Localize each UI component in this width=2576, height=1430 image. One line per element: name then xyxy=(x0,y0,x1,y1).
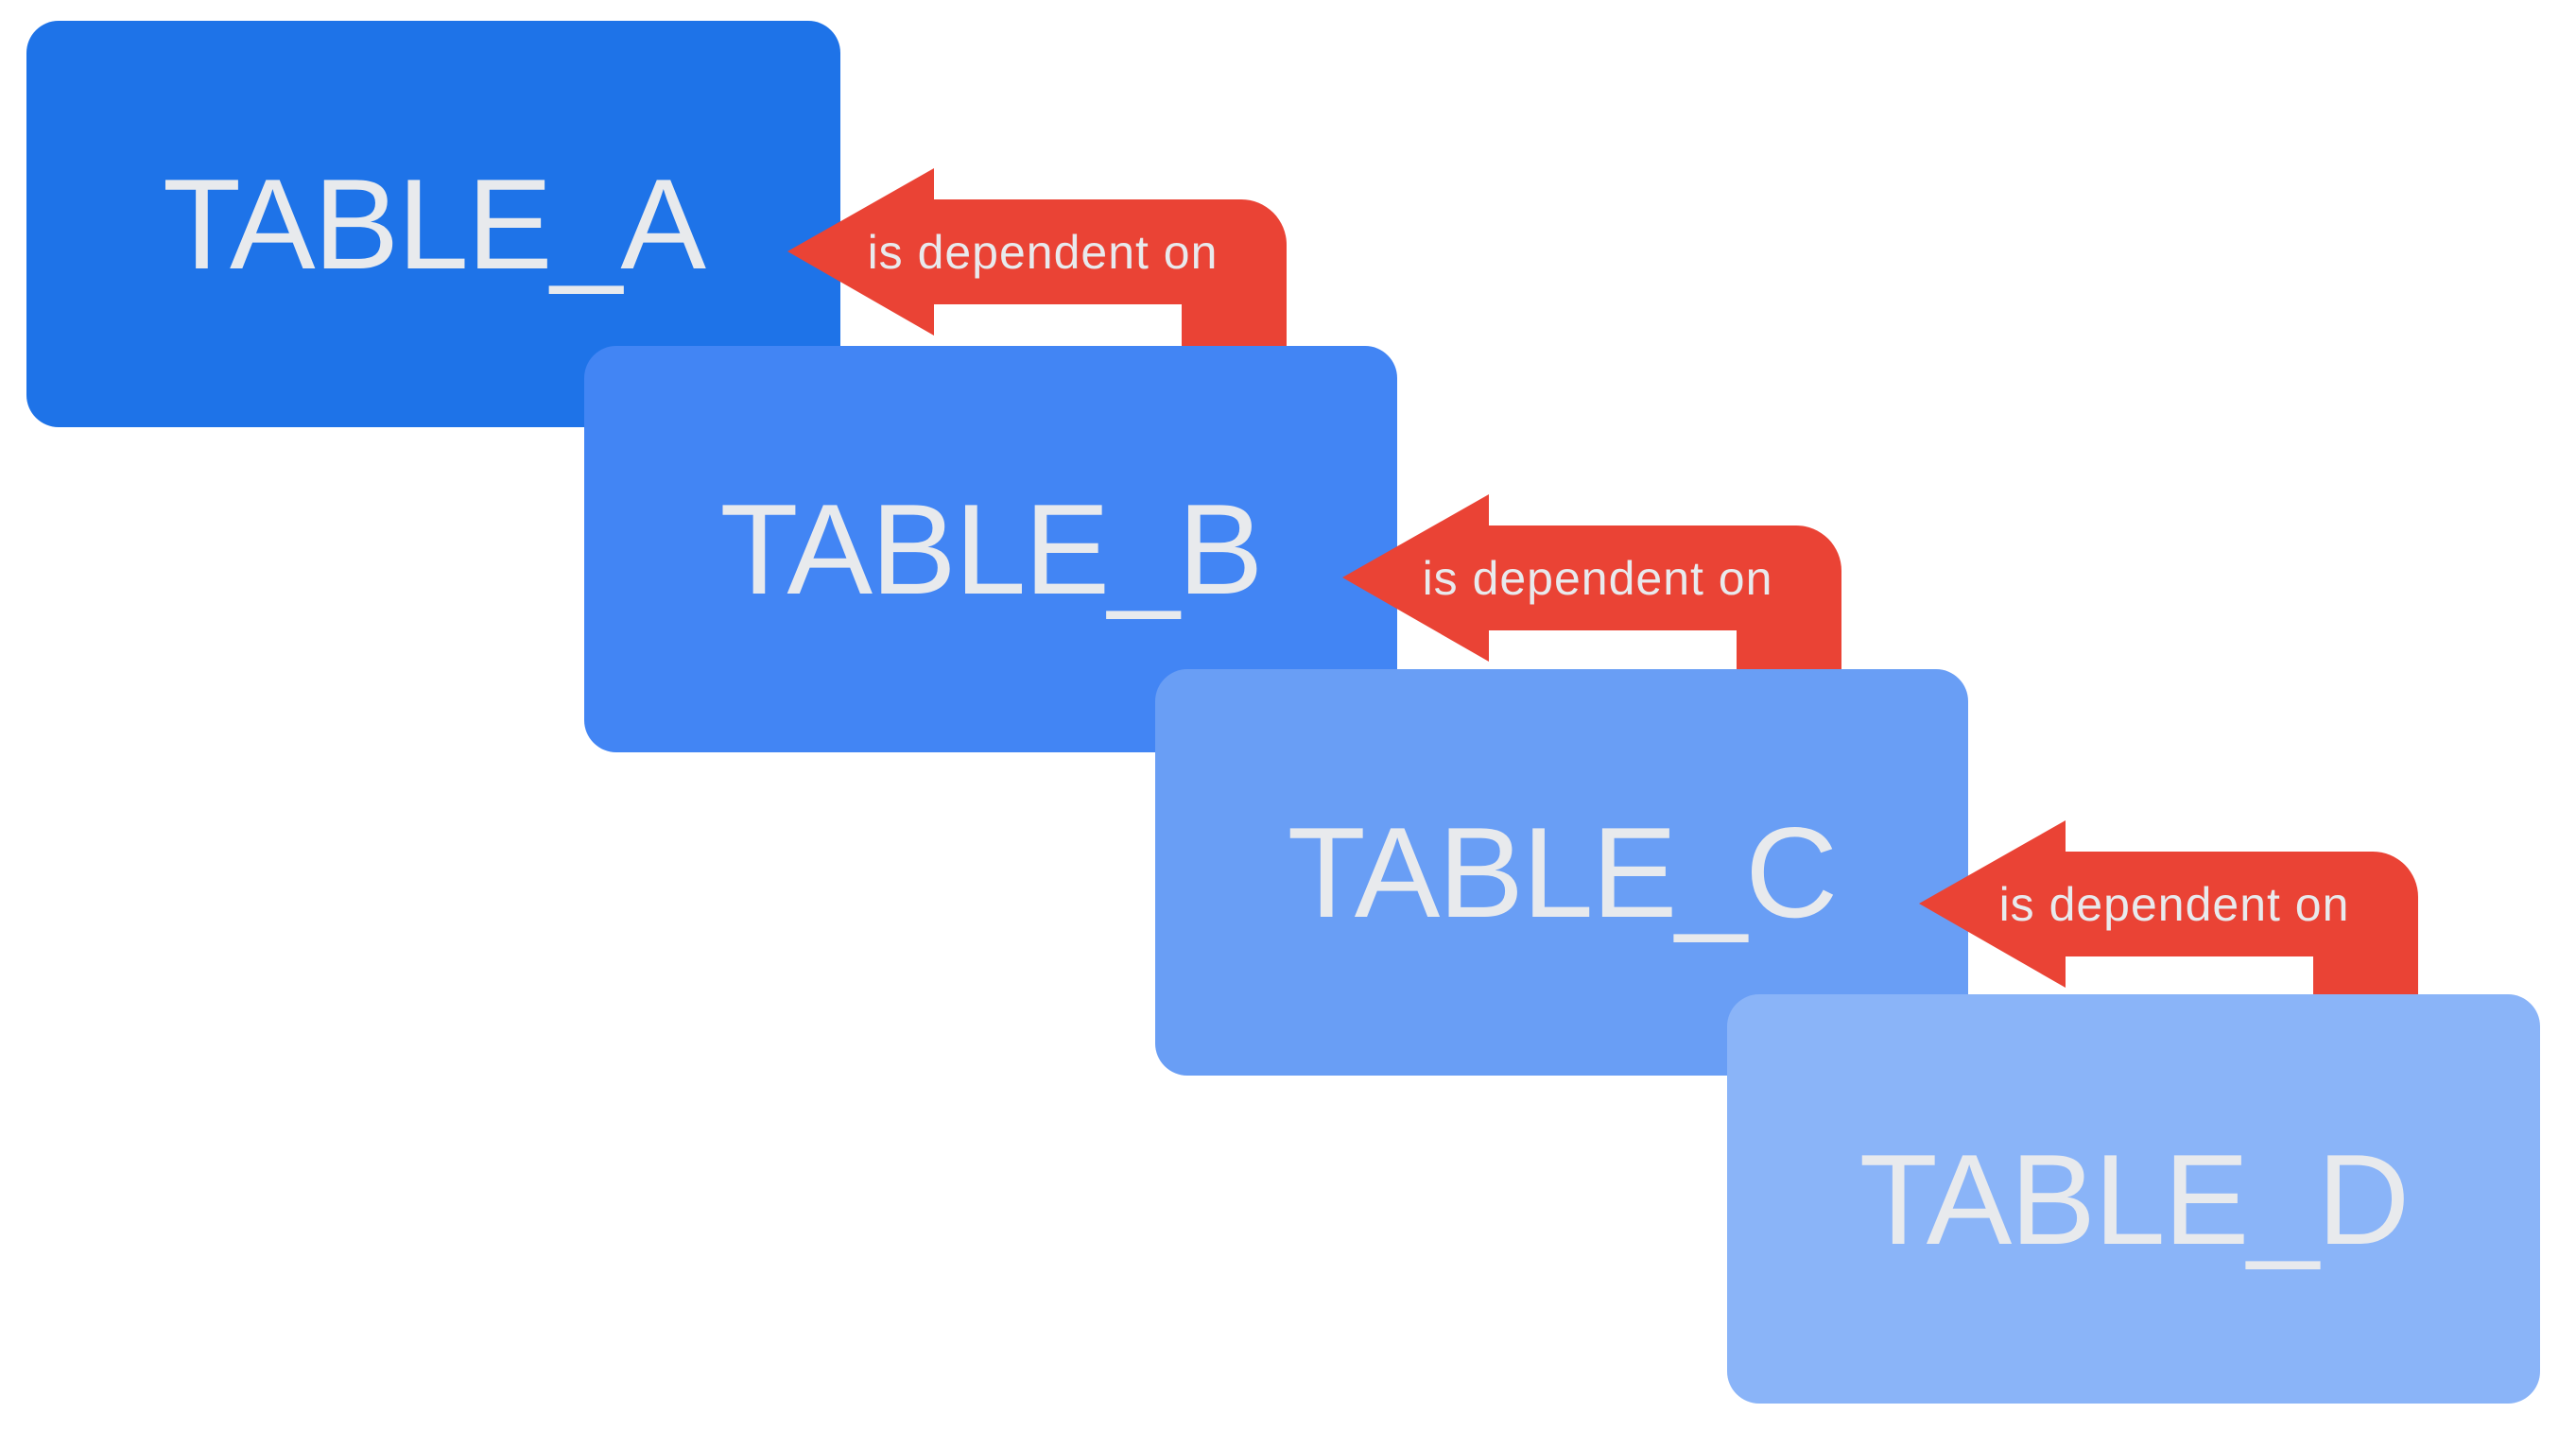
table-a-box: TABLE_A xyxy=(26,21,840,427)
left-arrow-elbow-shape xyxy=(1342,494,1841,669)
left-arrow-elbow-icon xyxy=(1342,494,1841,669)
dependency-arrow-label: is dependent on xyxy=(1422,551,1773,605)
left-arrow-elbow-shape xyxy=(787,168,1287,346)
dependency-arrow-label: is dependent on xyxy=(867,225,1219,279)
dependency-arrow-c-to-b: is dependent on xyxy=(1342,494,1841,669)
table-c-label: TABLE_C xyxy=(1287,801,1839,944)
table-a-label: TABLE_A xyxy=(162,152,706,296)
dependency-arrow-d-to-c: is dependent on xyxy=(1919,820,2418,994)
table-b-label: TABLE_B xyxy=(719,477,1263,621)
dependency-arrow-label: is dependent on xyxy=(1998,877,2350,931)
left-arrow-elbow-icon xyxy=(787,168,1287,346)
table-d-label: TABLE_D xyxy=(1859,1127,2411,1271)
table-d-box: TABLE_D xyxy=(1727,994,2540,1404)
left-arrow-elbow-shape xyxy=(1919,820,2418,994)
left-arrow-elbow-icon xyxy=(1919,820,2418,994)
dependency-arrow-b-to-a: is dependent on xyxy=(787,168,1287,346)
